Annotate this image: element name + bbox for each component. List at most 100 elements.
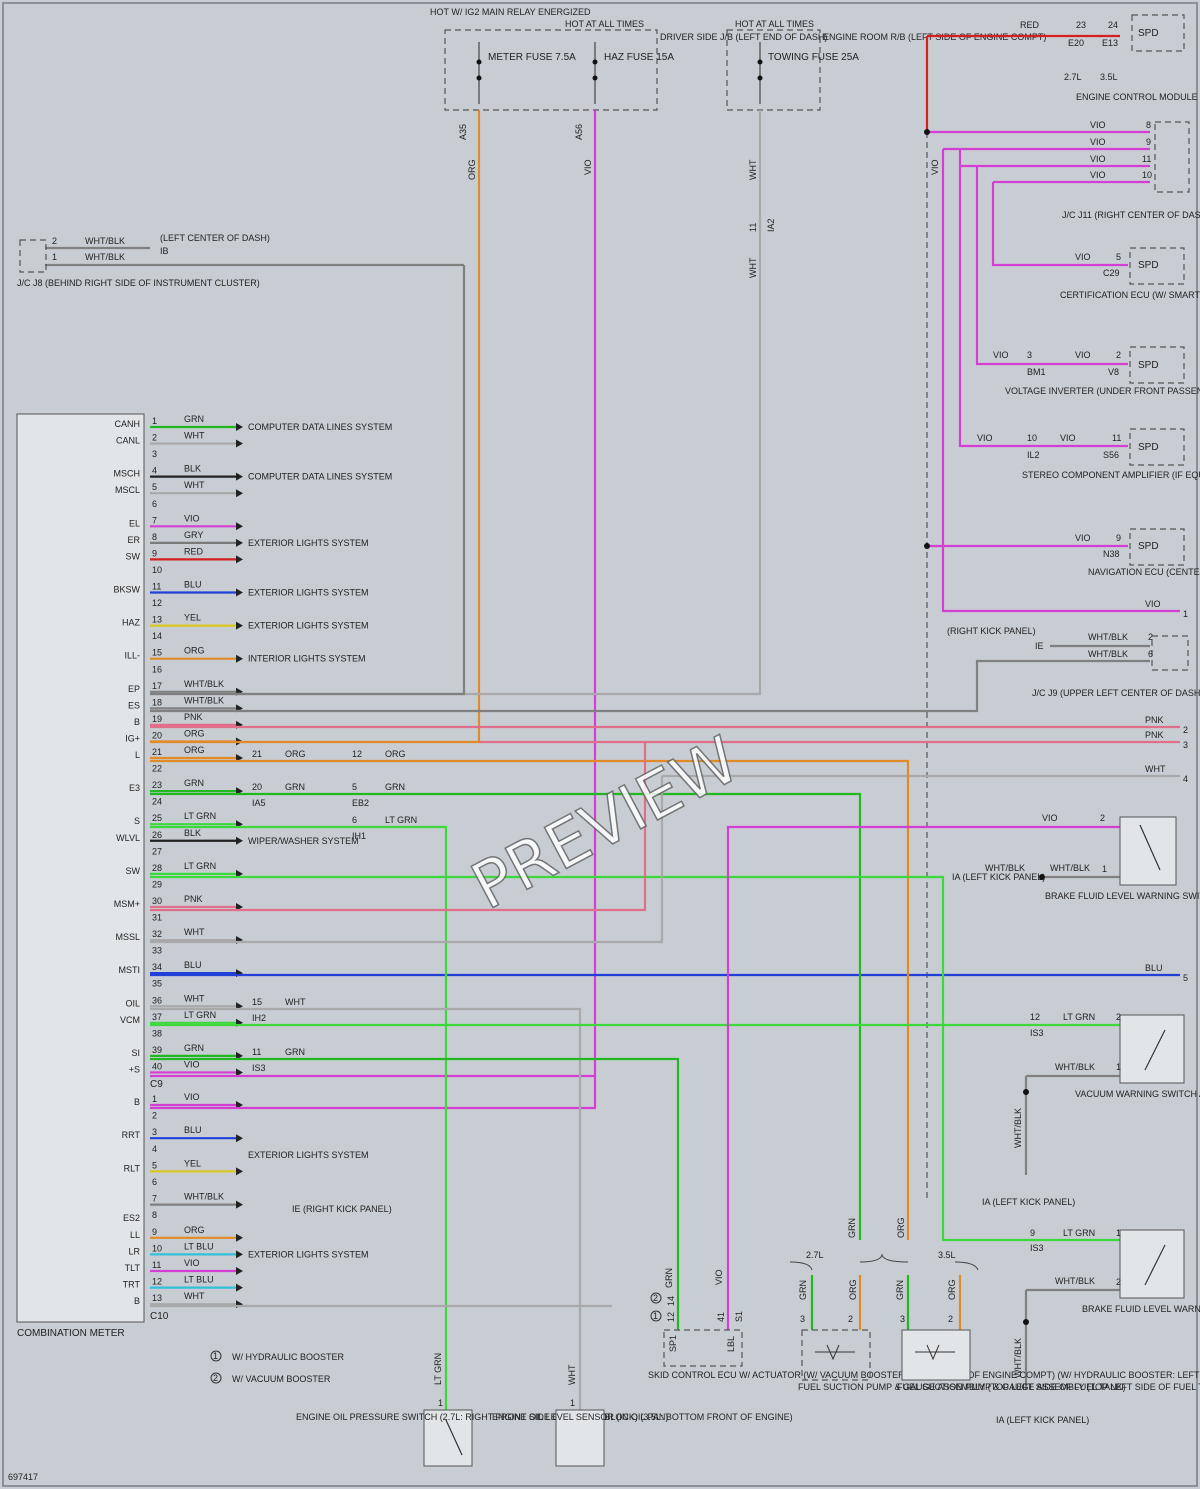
meter-pin: 25 [152, 813, 162, 823]
meter-signal: MSCH [114, 469, 141, 479]
meter-pin: 18 [152, 697, 162, 707]
fuel-brace [789, 1253, 979, 1271]
meter-signal: LR [128, 1246, 140, 1256]
inverter-conn2: V8 [1108, 367, 1119, 377]
meter-wire-label: RED [184, 546, 204, 556]
conn-c9-label: C9 [150, 1079, 163, 1090]
vio-trunk-label: VIO [930, 159, 940, 175]
driver-jb-label: DRIVER SIDE J/B (LEFT END OF DASH) [660, 32, 827, 42]
meter-arrow-icon [236, 423, 243, 431]
meter-wire-label: ORG [184, 728, 205, 738]
vacuum-pin1: 1 [1116, 1062, 1121, 1072]
fuel35-grn-label: GRN [895, 1280, 905, 1300]
meter-wire-label: BLU [184, 580, 202, 590]
stereo-wire1: VIO [977, 433, 993, 443]
meter-signal: CANL [116, 436, 140, 446]
skid-m1: 1 [653, 1311, 658, 1321]
meter-signal: TRT [123, 1280, 141, 1290]
fuel35-p3: 3 [900, 1314, 905, 1324]
meter-c9-row: 3 [152, 449, 157, 459]
fuel27-label: FUEL SUCTION PUMP & GAUGE ASSEMBLY (TOP … [798, 1382, 1126, 1392]
meter-signal: WLVL [116, 833, 140, 843]
meter-signal: RRT [122, 1130, 141, 1140]
ih2-conn: IH2 [252, 1013, 266, 1023]
wire-e3-grn [150, 792, 862, 1240]
hot-label-2: HOT AT ALL TIMES [735, 19, 814, 29]
skid-outline [663, 1329, 743, 1367]
meter-pin: 21 [152, 747, 162, 757]
meter-wire-label: YEL [184, 1158, 201, 1168]
meter-pin: 1 [152, 1094, 157, 1104]
brake-hyd-wire1: WHT/BLK [985, 863, 1025, 873]
ih1-conn: IH1 [352, 831, 366, 841]
inverter-label: VOLTAGE INVERTER (UNDER FRONT PASSENGER'… [1005, 386, 1200, 396]
oil-pressure-switch [445, 1419, 463, 1456]
vacuum-pin2: 2 [1116, 1012, 1121, 1022]
wire-vio-edge1 [941, 149, 1180, 613]
c15-wire: WHT [285, 997, 306, 1007]
meter-pin: 16 [152, 664, 162, 674]
c5-wire: GRN [385, 782, 405, 792]
meter-pin: 2 [152, 1111, 157, 1121]
wire-brake-vac-gnd [1024, 1288, 1128, 1390]
j8-wire1: WHT/BLK [85, 252, 125, 262]
inline-connectors: 21 ORG 12 ORG 20 GRN IA5 5 GRN EB2 6 LT … [252, 749, 417, 1073]
fuel-35l: 3.5L [938, 1250, 956, 1260]
meter-pin: 5 [152, 482, 157, 492]
edge-wire-label: VIO [1145, 599, 1161, 609]
meter-arrow-icon [236, 869, 243, 878]
stereo-conn1: IL2 [1027, 450, 1040, 460]
meter-signal: TLT [125, 1263, 141, 1273]
meter-arrow-icon [236, 1068, 243, 1077]
brake-vac-pin9: 9 [1030, 1228, 1035, 1238]
edge-ref-number: 1 [1183, 609, 1188, 619]
meter-arrow-icon [236, 555, 243, 564]
meter-pin: 28 [152, 863, 162, 873]
eb2-conn: EB2 [352, 798, 369, 808]
meter-wire-label: BLK [184, 828, 201, 838]
fuel35-p2: 2 [948, 1314, 953, 1324]
wire-label-org: ORG [467, 159, 477, 180]
meter-wire-label: GRN [184, 414, 204, 424]
meter-pin: 10 [152, 1243, 162, 1253]
meter-signal: EL [129, 518, 140, 528]
edge-wire-label: BLU [1145, 963, 1163, 973]
c15-pin: 15 [252, 997, 262, 1007]
meter-signal: SW [126, 551, 141, 561]
is3-conn: IS3 [252, 1063, 266, 1073]
brake-vac-switch [1144, 1244, 1166, 1286]
meter-signal: CANH [114, 419, 140, 429]
ecm-label: ENGINE CONTROL MODULE (RIGHT END OF DASH… [1076, 92, 1200, 102]
meter-wire-label: WHT [184, 927, 205, 937]
brake-hyd-label: BRAKE FLUID LEVEL WARNING SWITCH (W/ HYD… [1045, 891, 1200, 901]
junction-dot [1023, 1089, 1029, 1095]
j9-pin2: 2 [1148, 632, 1153, 642]
driver-side-jb: HOT W/ IG2 MAIN RELAY ENERGIZED HOT AT A… [430, 7, 827, 140]
meter-fuse-label: METER FUSE 7.5A [488, 52, 576, 63]
meter-pin: 11 [152, 582, 161, 592]
wire-msm-pnk [150, 742, 647, 912]
meter-wire-label: GRN [184, 778, 204, 788]
meter-pin: 29 [152, 879, 162, 889]
meter-destination: COMPUTER DATA LINES SYSTEM [248, 472, 392, 482]
brake-hyd-switch [1139, 824, 1161, 871]
meter-pin: 8 [152, 1210, 157, 1220]
meter-signal: SW [126, 866, 141, 876]
meter-wire-label: WHT/BLK [184, 679, 224, 689]
nav-pin: 9 [1116, 533, 1121, 543]
legend-m2: 2 [213, 1373, 218, 1383]
nav-spd: SPD [1138, 541, 1159, 552]
meter-pin: 13 [152, 1293, 162, 1303]
wire-vio-inverter [975, 166, 1128, 366]
inverter-conn1: BM1 [1027, 367, 1046, 377]
brake-vac-box [1119, 1229, 1185, 1299]
cert-spd: SPD [1138, 260, 1159, 271]
oil-pressure-pin: 1 [438, 1398, 443, 1408]
